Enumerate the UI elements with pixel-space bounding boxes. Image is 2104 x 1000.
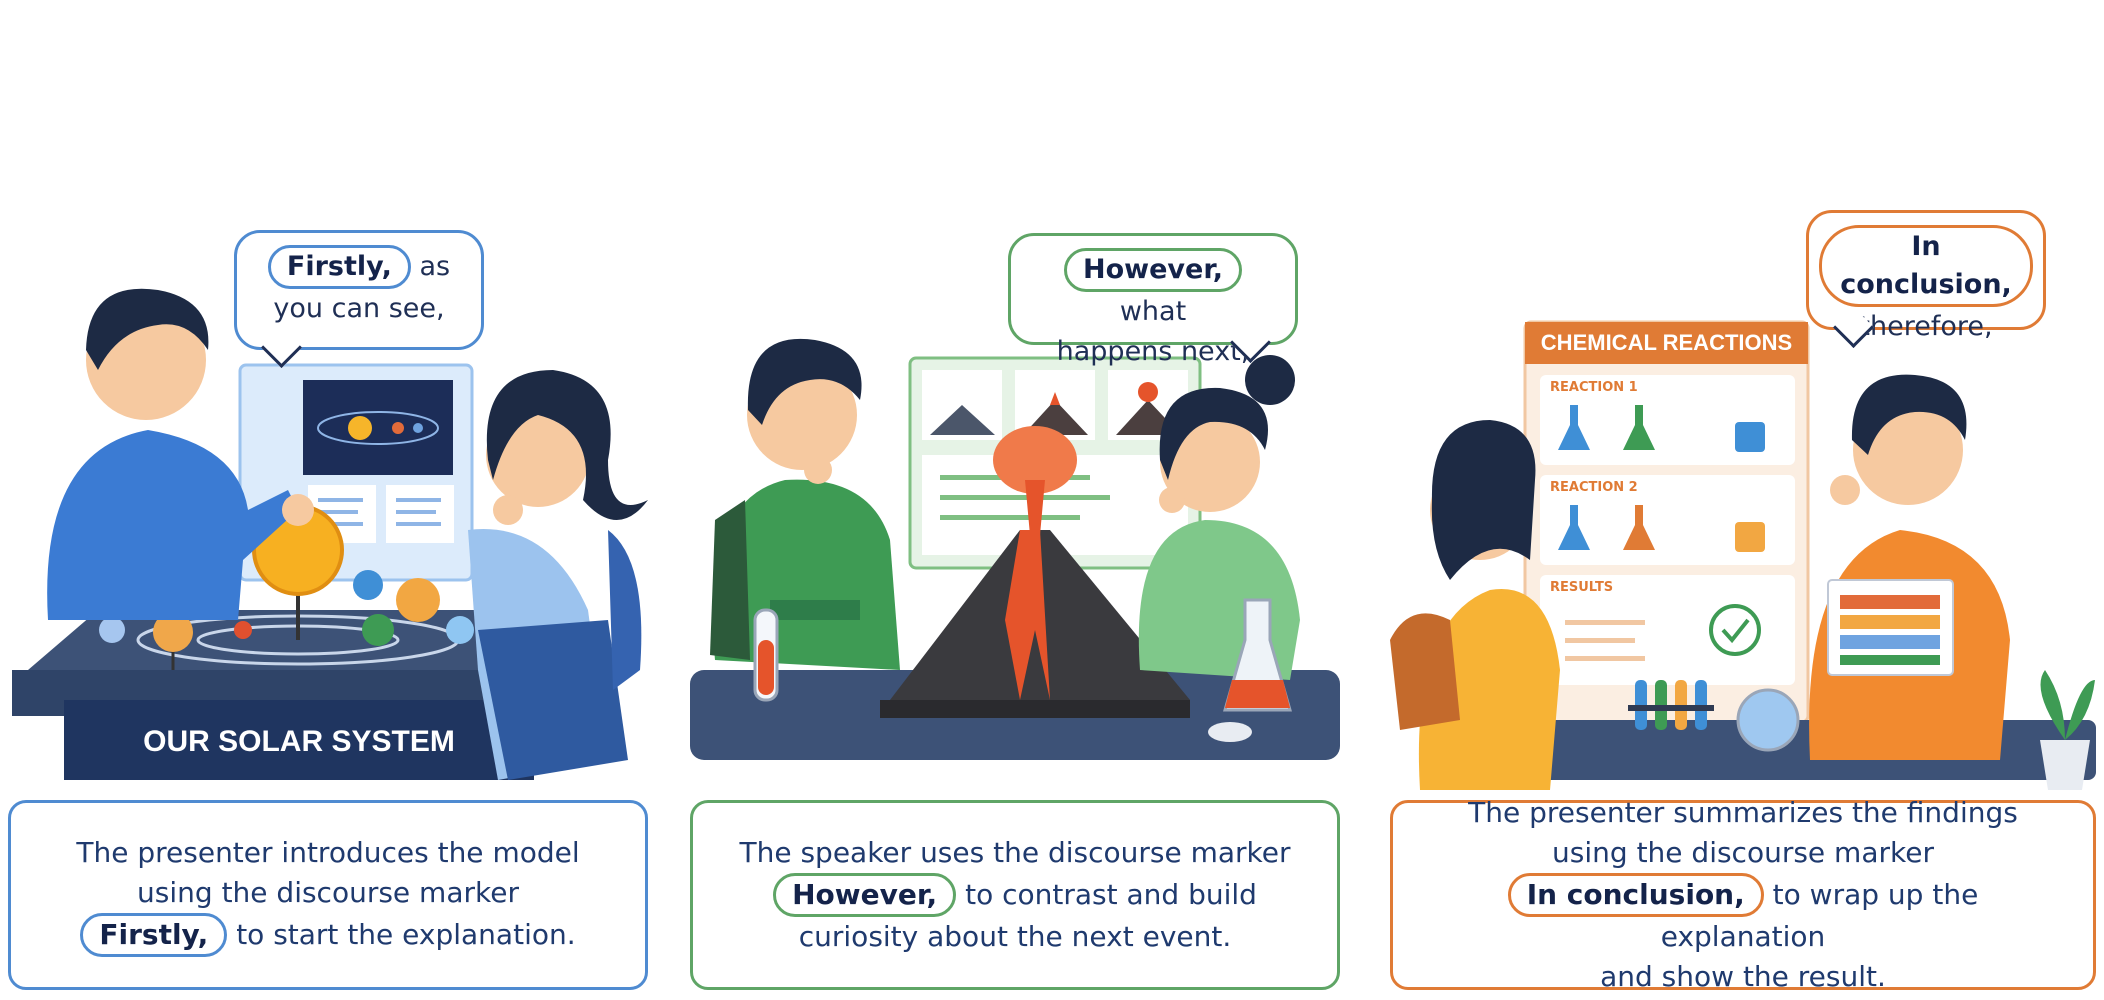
panel-solar-system: OUR SOLAR SYSTEM Firstly, as you can see…: [8, 200, 648, 990]
bubble-text: as: [419, 251, 451, 282]
discourse-marker-however: However,: [1064, 248, 1242, 292]
caption-text: The speaker uses the discourse marker: [739, 836, 1291, 869]
chemistry-scene: [1390, 320, 2096, 790]
caption-panel-3: The presenter summarizes the findings us…: [1390, 796, 2096, 993]
caption-text: using the discourse marker: [1552, 836, 1934, 869]
poster-title: CHEMICAL REACTIONS: [1540, 330, 1793, 355]
caption-text: to wrap up the explanation: [1660, 878, 1979, 953]
discourse-marker-in-conclusion: In conclusion,: [1819, 225, 2033, 307]
caption-text: The presenter summarizes the findings: [1468, 796, 2018, 829]
bubble-text: happens next,: [1056, 336, 1250, 367]
poster-reaction-1: REACTION 1: [1550, 380, 1638, 395]
caption-text: using the discourse marker: [137, 876, 519, 909]
speech-bubble-however: However, what happens next,: [1008, 233, 1298, 367]
panel-volcano: However, what happens next, The speaker …: [690, 200, 1340, 990]
speech-bubble-firstly: Firstly, as you can see,: [234, 230, 484, 369]
caption-text: and show the result.: [1600, 960, 1886, 993]
sign-solar-system: OUR SOLAR SYSTEM: [143, 725, 455, 758]
discourse-marker-in-conclusion: In conclusion,: [1507, 873, 1764, 917]
volcano-scene: [690, 338, 1340, 760]
speech-bubble-in-conclusion: In conclusion, therefore,: [1806, 210, 2046, 349]
bubble-text: you can see,: [273, 293, 445, 324]
poster-reaction-2: REACTION 2: [1550, 480, 1638, 495]
panel-chemistry: CHEMICAL REACTIONS REACTION 1 REACTION 2…: [1390, 200, 2096, 993]
discourse-marker-however: However,: [773, 873, 957, 917]
caption-panel-1: The presenter introduces the model using…: [8, 800, 648, 990]
caption-panel-2: The speaker uses the discourse marker Ho…: [690, 800, 1340, 990]
caption-text: curiosity about the next event.: [798, 920, 1232, 953]
poster-results: RESULTS: [1550, 580, 1614, 595]
caption-text: The presenter introduces the model: [76, 836, 580, 869]
bubble-text: what: [1119, 296, 1187, 327]
solar-scene: [12, 288, 648, 780]
caption-text: to start the explanation.: [236, 918, 576, 951]
discourse-marker-firstly: Firstly,: [267, 245, 411, 289]
bubble-text: therefore,: [1859, 311, 1993, 342]
discourse-marker-firstly: Firstly,: [80, 913, 228, 957]
caption-text: to contrast and build: [965, 878, 1257, 911]
